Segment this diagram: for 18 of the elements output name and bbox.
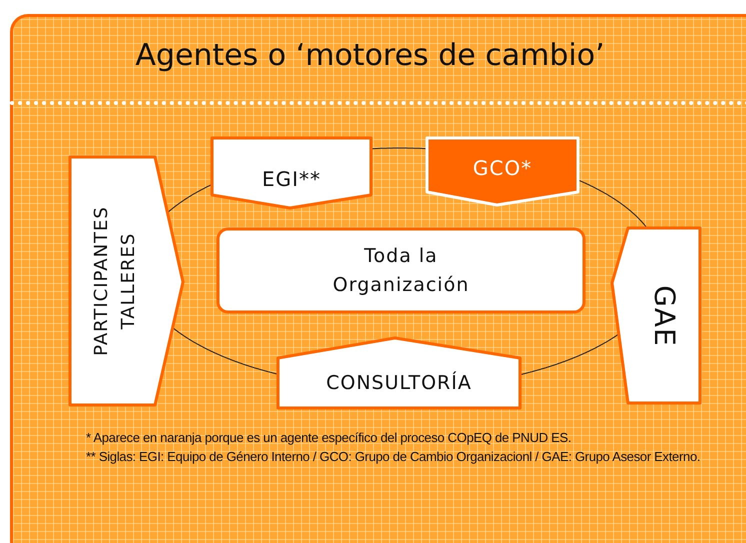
arrow-shape-box — [612, 228, 700, 403]
node-label: PARTICIPANTES TALLERES — [90, 205, 140, 358]
pentagon-box — [427, 138, 578, 205]
rounded-box — [218, 229, 584, 312]
footnote: * Aparece en naranja porque es un agente específico del proceso COpEQ de PNUD ES. — [86, 429, 572, 447]
node-label: EGI** — [262, 166, 322, 193]
connector-line — [578, 180, 648, 229]
title: Agentes o ‘motores de cambio’ — [134, 38, 606, 73]
node-label: GCO* — [472, 155, 532, 182]
connector-line — [167, 184, 213, 214]
connector-line — [520, 334, 619, 376]
node-label: Toda la Organización — [332, 244, 470, 298]
footnote: ** Siglas: EGI: Equipo de Género Interno / GCO: Grupo de Cambio Organizacionl / GAE: Grupo Asesor Externo. — [86, 448, 702, 466]
node-label: GAE — [647, 284, 682, 346]
node-label: CONSULTORÍA — [326, 370, 472, 396]
pentagon-box — [212, 138, 371, 208]
connector-line — [172, 327, 278, 374]
connector-line — [371, 148, 428, 150]
